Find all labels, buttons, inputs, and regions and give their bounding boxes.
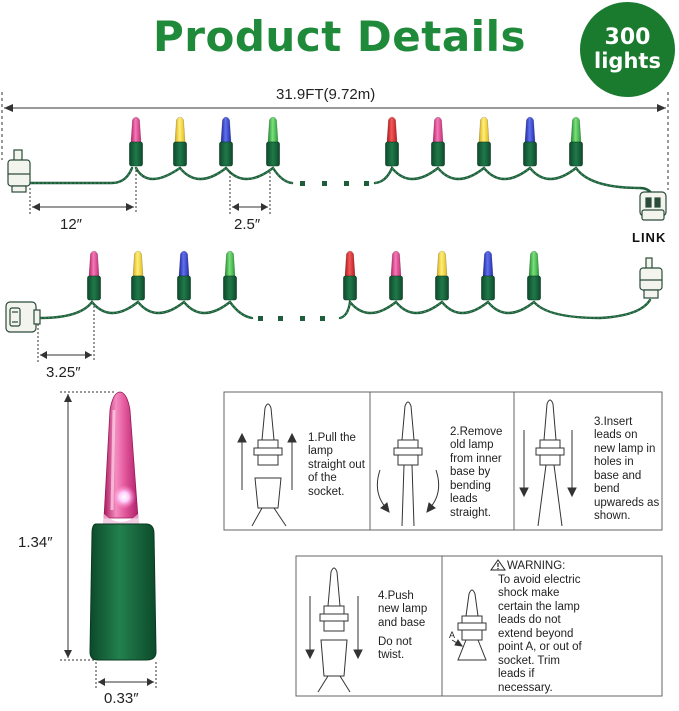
lead-spacing-label: 12″	[60, 216, 82, 233]
instruction-panels	[223, 391, 663, 697]
point-a-label: A	[449, 630, 456, 640]
step4-note: Do not twist.	[378, 636, 412, 662]
string-row-2	[38, 298, 652, 321]
bulb-green	[223, 250, 237, 301]
bulb-green	[527, 250, 541, 301]
step3-lamp-icon	[519, 399, 577, 527]
light-count-badge: 300 lights	[580, 2, 675, 97]
bulb-height-label: 1.34″	[18, 534, 53, 551]
gap-dots-row-2	[258, 316, 325, 321]
total-length-label: 31.9FT(9.72m)	[276, 86, 376, 103]
bulb-pink	[431, 116, 445, 167]
bulb-yellow	[477, 116, 491, 167]
gap-dots-row-1	[300, 181, 369, 186]
total-length-dimension	[1, 92, 669, 190]
link-label: LINK	[632, 230, 667, 245]
bulb-pink	[389, 250, 403, 301]
end-spacing-dimension	[37, 306, 95, 362]
bulb-height-dimension	[60, 391, 114, 661]
bulb-pink	[129, 116, 143, 167]
bulb-red	[385, 116, 399, 167]
bulb-width-label: 0.33″	[104, 690, 139, 707]
bulb-green	[569, 116, 583, 167]
bulb-pink	[87, 250, 101, 301]
bulb-blue	[523, 116, 537, 167]
lead-spacing-dimension	[29, 170, 137, 214]
page-title: Product Details	[153, 12, 526, 61]
large-bulb-illustration	[89, 391, 157, 661]
step1-lamp-icon	[237, 403, 297, 527]
warning-title: WARNING:	[507, 560, 566, 572]
bulb-blue	[219, 116, 233, 167]
bulb-width-dimension	[95, 662, 157, 690]
male-plug-row-2	[639, 257, 663, 299]
step4-text: 4.Push new lamp and base	[378, 590, 428, 629]
bulb-yellow	[173, 116, 187, 167]
bulb-spacing-dimension	[229, 172, 271, 214]
female-end-plug	[5, 301, 41, 333]
step2-lamp-icon	[376, 401, 440, 527]
step3-text: 3.Insert leads on new lamp in holes in b…	[594, 416, 660, 523]
step2-text: 2.Remove old lamp from inner base by ben…	[450, 426, 503, 519]
bulb-blue	[481, 250, 495, 301]
bulb-yellow	[131, 250, 145, 301]
bulb-blue	[177, 250, 191, 301]
warning-triangle-icon	[490, 559, 506, 571]
badge-unit: lights	[594, 49, 661, 74]
end-spacing-label: 3.25″	[46, 364, 81, 381]
female-link-plug	[639, 191, 667, 221]
bulb-green	[266, 116, 280, 167]
bulb-red	[343, 250, 357, 301]
warning-text: To avoid electric shock make certain the…	[498, 574, 582, 694]
step1-text: 1.Pull the lamp straight out of the sock…	[308, 432, 365, 498]
warning-lamp-icon	[451, 589, 487, 661]
male-plug-row-1	[7, 149, 31, 193]
step4-lamp-icon	[305, 567, 363, 693]
bulb-yellow	[435, 250, 449, 301]
string-row-1	[28, 165, 654, 196]
bulbs	[87, 116, 583, 301]
badge-count: 300	[604, 24, 651, 50]
bulb-spacing-label: 2.5″	[234, 216, 261, 233]
